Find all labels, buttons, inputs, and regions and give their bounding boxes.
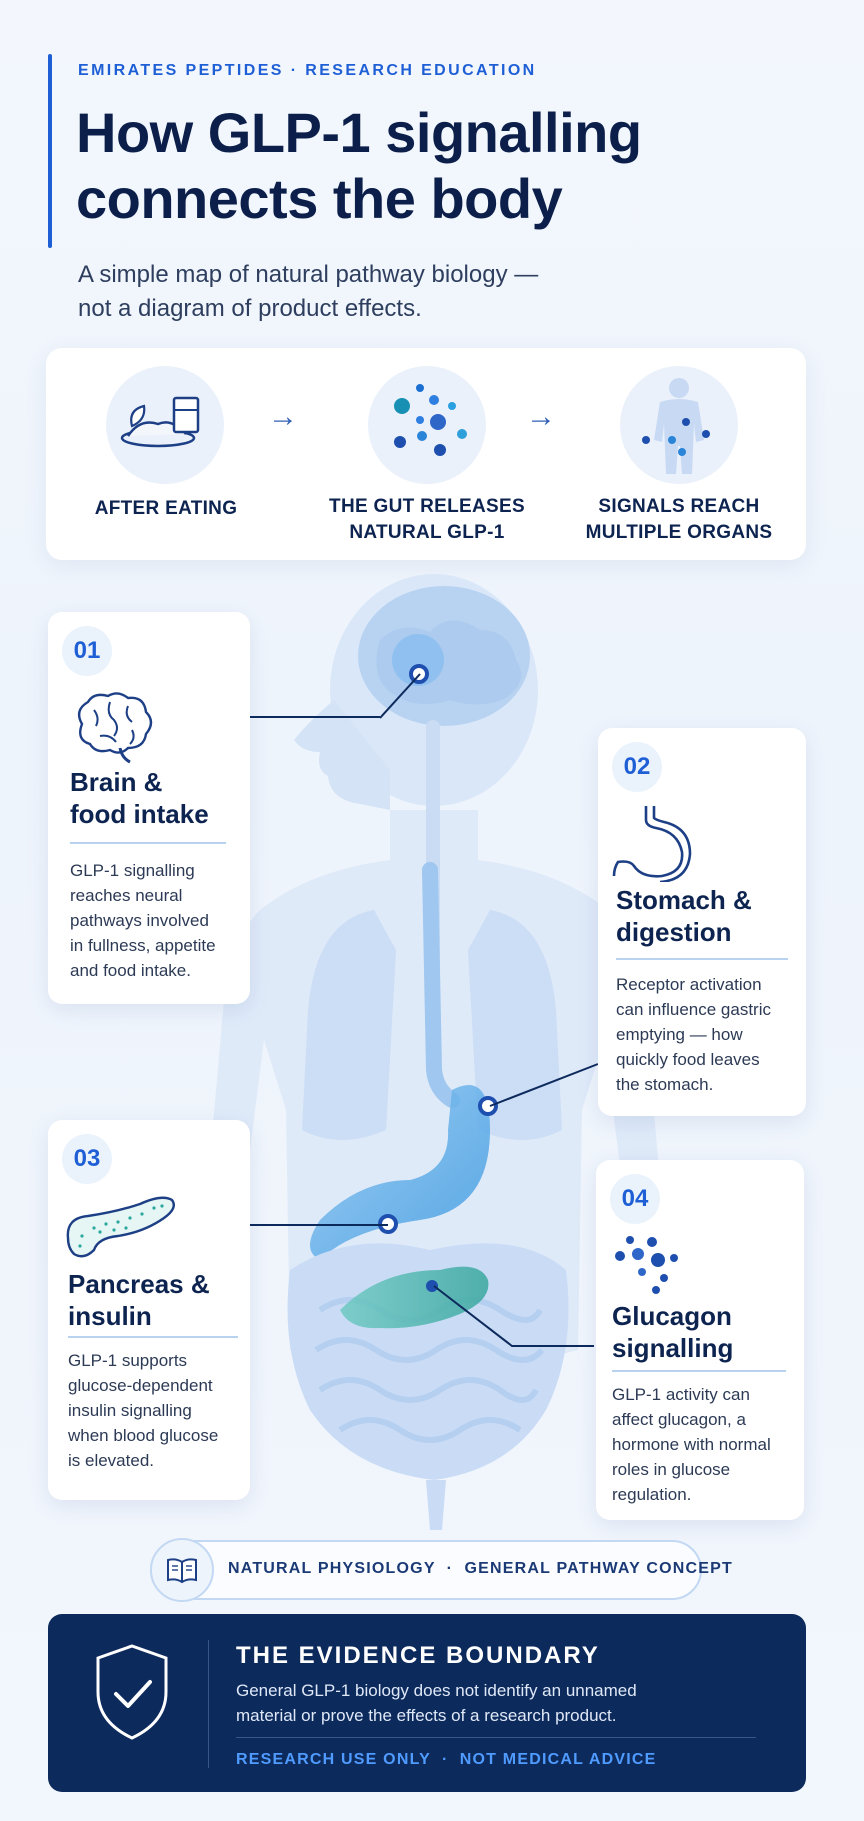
flow-arrow-1: → <box>268 400 298 433</box>
stomach-icon <box>612 806 692 882</box>
pancreas-icon <box>66 1196 175 1258</box>
card-brain-food-intake: 01 Brain & food intake GLP-1 signalling … <box>48 612 250 1004</box>
connector-pancreas <box>250 1224 388 1226</box>
card-text-line: Receptor activation <box>616 975 762 994</box>
evidence-boundary-panel <box>48 1614 806 1792</box>
card-divider <box>68 1336 238 1338</box>
card-divider <box>616 958 788 960</box>
card-title-line-1: Stomach & <box>616 885 752 915</box>
molecules-icon <box>615 1236 678 1294</box>
flow-step-label-2: THE GUT RELEASES NATURAL GLP-1 <box>322 494 532 546</box>
card-title-line-2: signalling <box>612 1333 734 1363</box>
card-number-badge: 03 <box>62 1134 112 1184</box>
card-number-badge: 01 <box>62 626 112 676</box>
page-title: How GLP-1 signalling connects the body <box>76 100 796 232</box>
card-pancreas-insulin: 03 Pancreas & insulin GLP-1 supports glu… <box>48 1120 250 1500</box>
concept-pill-text: NATURAL PHYSIOLOGY · GENERAL PATHWAY CON… <box>228 1560 734 1577</box>
card-title-line-1: Pancreas & <box>68 1269 210 1299</box>
card-text-line: hormone with normal <box>612 1435 771 1454</box>
card-text-line: is elevated. <box>68 1451 154 1470</box>
card-text-line: affect glucagon, a <box>612 1410 746 1429</box>
connector-glucagon <box>433 1285 594 1347</box>
card-text-line: can influence gastric <box>616 1000 771 1019</box>
evidence-title: THE EVIDENCE BOUNDARY <box>236 1642 600 1669</box>
page-title-line-1: How GLP-1 signalling <box>76 101 642 164</box>
page-title-line-2: connects the body <box>76 167 563 230</box>
page-subtitle: A simple map of natural pathway biology … <box>78 258 638 326</box>
card-title-line-2: digestion <box>616 917 732 947</box>
evidence-text-line-2: material or prove the effects of a resea… <box>236 1706 617 1725</box>
connector-brain-diagonal <box>379 673 421 719</box>
eyebrow-label: EMIRATES PEPTIDES · RESEARCH EDUCATION <box>78 62 537 79</box>
pathway-flow-card: → → AFTER EATING THE GU <box>46 348 806 560</box>
page-subtitle-line-2: not a diagram of product effects. <box>78 295 422 322</box>
meal-icon <box>106 366 224 484</box>
book-icon <box>150 1538 214 1602</box>
brain-icon <box>77 692 153 764</box>
card-text-line: GLP-1 signalling <box>70 861 195 880</box>
evidence-footer: RESEARCH USE ONLY · NOT MEDICAL ADVICE <box>236 1751 657 1768</box>
card-number-badge: 04 <box>610 1174 660 1224</box>
card-title-line-2: food intake <box>70 799 209 829</box>
card-text-line: pathways involved <box>70 911 209 930</box>
card-title: Brain & food intake <box>70 766 240 830</box>
card-title-line-1: Glucagon <box>612 1301 732 1331</box>
card-text-line: emptying — how <box>616 1025 743 1044</box>
card-title: Pancreas & insulin <box>68 1268 246 1332</box>
flow-arrow-2: → <box>526 400 556 433</box>
card-body: GLP-1 signalling reaches neural pathways… <box>70 858 240 983</box>
concept-pill <box>150 1540 702 1600</box>
header-accent-bar <box>48 54 52 248</box>
evidence-rule <box>236 1737 756 1738</box>
card-glucagon-signalling: 04 Glucagon signalling GLP-1 activity ca… <box>596 1160 804 1520</box>
card-text-line: roles in glucose <box>612 1460 731 1479</box>
page-subtitle-line-1: A simple map of natural pathway biology … <box>78 261 539 288</box>
card-text-line: reaches neural <box>70 886 183 905</box>
card-text-line: regulation. <box>612 1485 692 1504</box>
card-stomach-digestion: 02 Stomach & digestion Receptor activati… <box>598 728 806 1116</box>
card-text-line: GLP-1 supports <box>68 1351 188 1370</box>
card-text-line: GLP-1 activity can <box>612 1385 750 1404</box>
card-text-line: when blood glucose <box>68 1426 219 1445</box>
evidence-text-line-1: General GLP-1 biology does not identify … <box>236 1681 637 1700</box>
card-body: Receptor activation can influence gastri… <box>616 972 800 1097</box>
flow-step-1-line-1: AFTER EATING <box>94 498 238 519</box>
connector-stomach <box>489 1063 599 1107</box>
connector-brain <box>250 716 380 718</box>
molecules-icon <box>368 366 486 484</box>
card-text-line: in fullness, appetite <box>70 936 216 955</box>
card-title-line-2: insulin <box>68 1301 152 1331</box>
flow-step-label-3: SIGNALS REACH MULTIPLE ORGANS <box>574 494 784 546</box>
card-body: GLP-1 activity can affect glucagon, a ho… <box>612 1382 800 1507</box>
human-body-illustration <box>200 574 668 1530</box>
flow-step-label-1: AFTER EATING <box>76 496 256 522</box>
card-title: Glucagon signalling <box>612 1300 796 1364</box>
card-body: GLP-1 supports glucose-dependent insulin… <box>68 1348 246 1473</box>
flow-step-3-line-1: SIGNALS REACH <box>598 496 760 517</box>
card-divider <box>612 1370 786 1372</box>
flow-step-2-line-1: THE GUT RELEASES <box>329 496 525 517</box>
card-text-line: the stomach. <box>616 1075 714 1094</box>
flow-step-3-line-2: MULTIPLE ORGANS <box>585 522 773 543</box>
card-title-line-1: Brain & <box>70 767 163 797</box>
card-number-badge: 02 <box>612 742 662 792</box>
evidence-divider <box>208 1640 209 1768</box>
card-text-line: insulin signalling <box>68 1401 192 1420</box>
flow-step-2-line-2: NATURAL GLP-1 <box>349 522 505 543</box>
card-divider <box>70 842 226 844</box>
card-title: Stomach & digestion <box>616 884 796 948</box>
shield-check-icon <box>96 1644 168 1740</box>
body-silhouette-icon <box>620 366 738 484</box>
evidence-text: General GLP-1 biology does not identify … <box>236 1678 756 1728</box>
card-text-line: glucose-dependent <box>68 1376 213 1395</box>
card-text-line: quickly food leaves <box>616 1050 760 1069</box>
card-text-line: and food intake. <box>70 961 191 980</box>
